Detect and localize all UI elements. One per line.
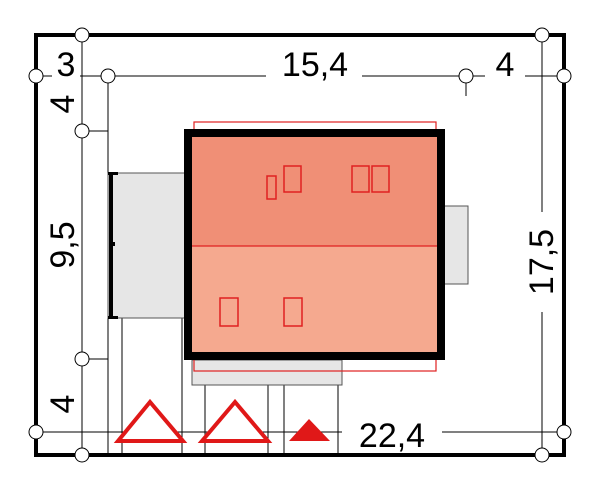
label-bg (522, 212, 558, 312)
garage-door-mark (112, 242, 115, 246)
circle-marker (74, 123, 90, 139)
dimension-left-bottom: 4 (44, 395, 82, 414)
dimension-lines (36, 35, 564, 455)
dimension-top-right: 4 (496, 46, 515, 84)
roof-window (219, 297, 239, 327)
garage-corner (108, 172, 118, 175)
triangle-outline-icon (197, 398, 273, 443)
circle-marker (458, 68, 474, 84)
roof-window (351, 165, 370, 193)
circle-marker (100, 68, 116, 84)
dimension-top-left: 3 (57, 46, 76, 84)
building-walls (184, 129, 445, 360)
garage-corner (108, 316, 118, 319)
roof-window (283, 297, 303, 327)
dimension-right: 17,5 (523, 229, 561, 295)
label-bg (342, 416, 442, 450)
circle-marker (556, 68, 572, 84)
dimension-bottom-right: 22,4 (359, 417, 425, 455)
circle-marker (74, 447, 90, 463)
circle-marker (28, 68, 44, 84)
label-bg (52, 58, 80, 92)
roof-plane-lower (188, 246, 441, 356)
terrace (191, 359, 343, 386)
roof-window (283, 165, 302, 193)
roof-window (371, 165, 390, 193)
label-bg (485, 60, 525, 92)
dimension-left-top: 4 (44, 95, 82, 114)
label-bg (266, 60, 362, 92)
markers (28, 27, 572, 463)
label-bg (46, 238, 80, 308)
plot-boundary (34, 33, 566, 457)
circle-marker (534, 27, 550, 43)
circle-marker (74, 27, 90, 43)
circle-marker (534, 447, 550, 463)
dimension-left-middle: 9,5 (44, 221, 82, 268)
garage-annex (107, 172, 189, 319)
circle-marker (28, 424, 44, 440)
triangle-filled-icon (289, 419, 330, 441)
circle-marker (74, 351, 90, 367)
circle-marker (556, 424, 572, 440)
roof-windows (219, 165, 390, 327)
roof-plane-upper (188, 133, 441, 246)
dimension-top-middle: 15,4 (282, 46, 348, 84)
triangle-outline-icon (113, 398, 188, 443)
roof-window (266, 175, 277, 200)
